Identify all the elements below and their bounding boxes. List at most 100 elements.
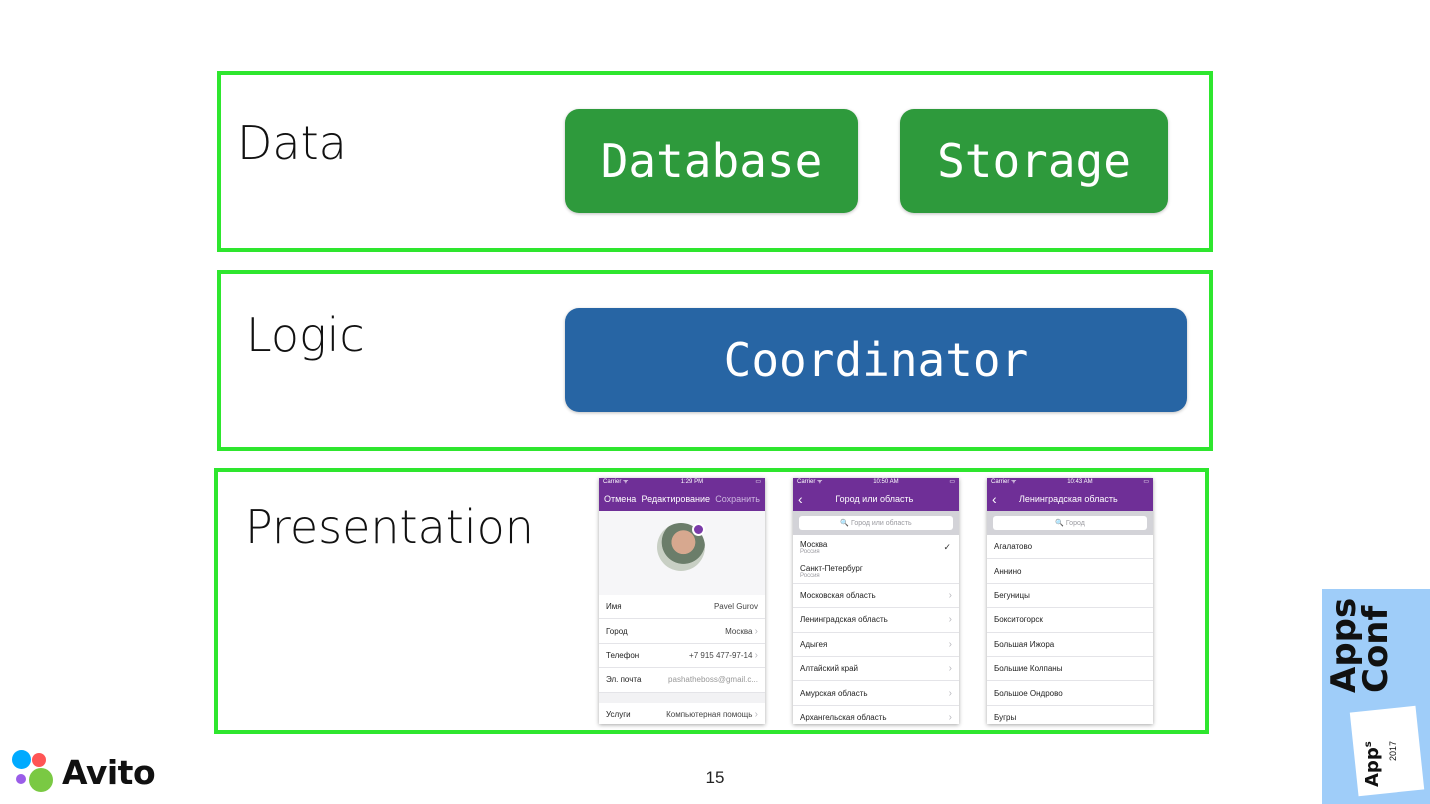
appsconf-badge (1349, 705, 1425, 797)
field-label: Телефон (606, 650, 640, 660)
list-item[interactable]: Большие Колпаны (987, 657, 1153, 682)
save-button[interactable]: Сохранить (715, 494, 760, 504)
town-name: Агалатово (994, 542, 1033, 552)
chevron-right-icon: › (754, 625, 758, 637)
appsconf-logo: Apps Conf Apps 2017 (1322, 589, 1430, 804)
presentation-layer (214, 468, 1209, 734)
chevron-right-icon: › (948, 589, 952, 601)
list-item[interactable]: Санкт-Петербург Россия (793, 559, 959, 584)
list-item[interactable]: Большое Ондрово (987, 681, 1153, 706)
city-name: Санкт-Петербург (800, 563, 863, 573)
section-gap (599, 692, 765, 703)
edit-photo-icon[interactable] (692, 523, 705, 536)
field-label: Услуги (606, 709, 631, 719)
list-item[interactable]: Амурская область › (793, 681, 959, 706)
back-icon[interactable]: ‹ (992, 491, 997, 507)
brand-name: Avito (62, 752, 156, 792)
town-name: Большое Ондрово (994, 688, 1063, 698)
logo-dot (12, 750, 31, 769)
data-layer-label: Data (237, 116, 347, 170)
list-item[interactable]: Архангельская область› (793, 706, 959, 724)
field-value: Москва (725, 626, 753, 636)
town-name: Аннино (994, 566, 1022, 576)
region-name: Ленинградская область (800, 615, 888, 625)
page-number: 15 (705, 768, 725, 787)
field-phone[interactable]: Телефон+7 915 477-97-14 › (599, 644, 765, 669)
chevron-right-icon: › (754, 708, 758, 720)
nav-title: Ленинградская область (1018, 494, 1118, 504)
list-item[interactable]: Московская область › (793, 584, 959, 609)
phone-city-region: Carrier ᯤ 10:50 AM ▭ ‹ Город или область… (793, 478, 959, 724)
city-country: Россия (800, 548, 820, 555)
list-item[interactable]: Аннино (987, 559, 1153, 584)
status-time: 10:43 AM (1067, 479, 1093, 485)
status-bar: Carrier ᯤ 10:43 AM ▭ (987, 478, 1153, 487)
appsconf-word-conf: Conf (1356, 605, 1396, 693)
list-item[interactable]: Большая Ижора (987, 633, 1153, 657)
appsconf-year: 2017 (1388, 740, 1398, 761)
search-bar: 🔍 Город (987, 511, 1153, 535)
carrier-text: Carrier ᯤ (603, 479, 629, 485)
town-name: Большая Ижора (994, 639, 1055, 649)
town-list: Агалатово Аннино Бегуницы Бокситогорск Б… (987, 535, 1153, 724)
status-bar: Carrier ᯤ 1:29 PM ▭ (599, 478, 765, 487)
region-list: Москва Россия ✓ Санкт-Петербург Россия М… (793, 535, 959, 724)
phone-leningrad-region: Carrier ᯤ 10:43 AM ▭ ‹ Ленинградская обл… (987, 478, 1153, 724)
city-country: Россия (800, 572, 820, 579)
search-input[interactable]: 🔍 Город или область (799, 516, 953, 530)
carrier-text: Carrier ᯤ (797, 479, 823, 485)
profile-header (599, 511, 765, 595)
badge-app: App (1362, 747, 1383, 787)
list-item[interactable]: Ленинградская область › (793, 608, 959, 633)
carrier-text: Carrier ᯤ (991, 479, 1017, 485)
data-layer (217, 71, 1213, 252)
town-name: Бокситогорск (994, 615, 1043, 625)
list-item[interactable]: Москва Россия ✓ (793, 535, 959, 559)
coordinator-block: Coordinator (565, 308, 1187, 412)
chevron-right-icon: › (948, 663, 952, 675)
logic-layer (217, 270, 1213, 451)
list-item[interactable]: Бокситогорск (987, 608, 1153, 633)
nav-title: Город или область (835, 494, 914, 504)
chevron-right-icon: › (948, 614, 952, 626)
list-item[interactable]: Бегуницы (987, 584, 1153, 609)
nav-title: Редактирование (641, 494, 711, 504)
battery-icon: ▭ (1143, 479, 1149, 485)
town-name: Бугры (994, 712, 1017, 722)
region-name: Архангельская область (800, 712, 887, 722)
region-name: Амурская область (800, 688, 868, 698)
search-input[interactable]: 🔍 Город (993, 516, 1147, 530)
region-name: Адыгея (800, 639, 828, 649)
avito-dots-icon (12, 750, 56, 794)
chevron-right-icon: › (754, 649, 758, 661)
battery-icon: ▭ (755, 479, 761, 485)
back-icon[interactable]: ‹ (798, 491, 803, 507)
cancel-button[interactable]: Отмена (604, 494, 637, 504)
list-item[interactable]: Агалатово (987, 535, 1153, 560)
status-bar: Carrier ᯤ 10:50 AM ▭ (793, 478, 959, 487)
battery-icon: ▭ (949, 479, 955, 485)
appsconf-badge-text: Apps (1362, 741, 1383, 787)
town-name: Бегуницы (994, 590, 1030, 600)
town-name: Большие Колпаны (994, 664, 1063, 674)
list-item[interactable]: Адыгея › (793, 633, 959, 657)
presentation-layer-label: Presentation (245, 500, 534, 554)
field-value: pashatheboss@gmail.c... (668, 675, 758, 685)
chevron-right-icon: › (948, 687, 952, 699)
logo-dot (32, 753, 46, 767)
list-item[interactable]: Алтайский край› (793, 657, 959, 682)
database-block: Database (565, 109, 858, 213)
appsconf-wordmark: Apps Conf (1324, 493, 1428, 693)
nav-bar: ‹ Ленинградская область (987, 487, 1153, 511)
checkmark-icon: ✓ (943, 542, 951, 552)
field-label: Имя (606, 602, 622, 612)
chevron-right-icon: › (948, 638, 952, 650)
list-item[interactable]: Бугры (987, 706, 1153, 724)
status-time: 1:29 PM (680, 479, 704, 485)
region-name: Московская область (800, 590, 876, 600)
